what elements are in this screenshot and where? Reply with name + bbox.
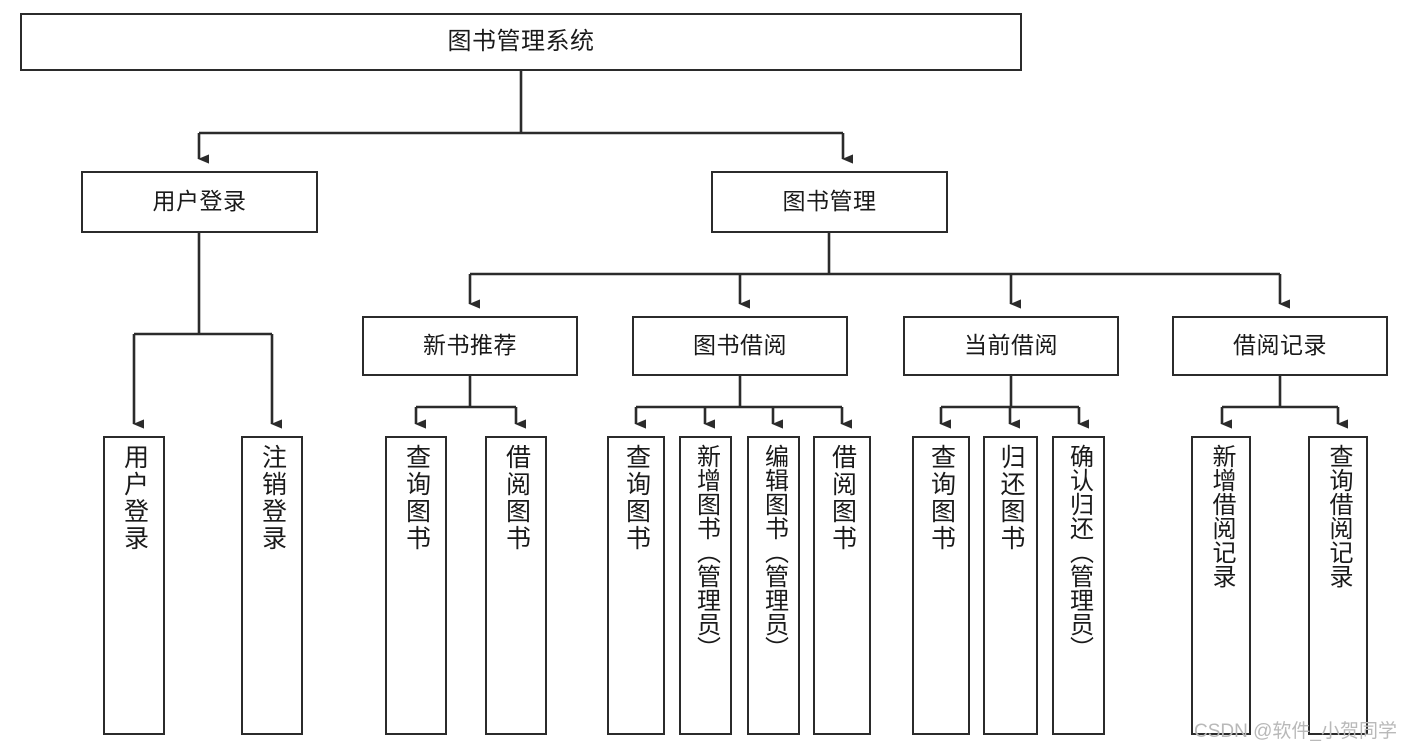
csdn-watermark: CSDN @软件_小贺同学	[1194, 721, 1397, 742]
node-label: 查询图书	[927, 444, 956, 552]
node-label: 确认归还（管理员）	[1065, 444, 1093, 660]
node-label: 查询图书	[622, 444, 651, 552]
node-label: 图书借阅	[693, 332, 787, 359]
leaf-query-book-borrow[interactable]: 查询图书	[607, 436, 665, 735]
node-label: 图书管理系统	[447, 27, 595, 55]
leaf-logout[interactable]: 注销登录	[241, 436, 303, 735]
node-book-borrow[interactable]: 图书借阅	[632, 316, 848, 376]
node-label: 用户登录	[152, 188, 247, 215]
leaf-query-book-current[interactable]: 查询图书	[912, 436, 970, 735]
node-label: 查询图书	[402, 444, 431, 552]
leaf-user-login[interactable]: 用户登录	[103, 436, 165, 735]
node-label: 查询借阅记录	[1325, 444, 1352, 588]
node-label: 当前借阅	[964, 332, 1058, 359]
leaf-borrow-book-recommend[interactable]: 借阅图书	[485, 436, 547, 735]
node-book-management[interactable]: 图书管理	[711, 171, 948, 233]
node-label: 借阅记录	[1233, 332, 1327, 359]
leaf-add-book-admin[interactable]: 新增图书（管理员）	[679, 436, 732, 735]
node-label: 用户登录	[120, 444, 149, 552]
leaf-query-borrow-record[interactable]: 查询借阅记录	[1308, 436, 1368, 735]
node-current-borrow[interactable]: 当前借阅	[903, 316, 1119, 376]
node-label: 借阅图书	[828, 444, 857, 552]
leaf-add-borrow-record[interactable]: 新增借阅记录	[1191, 436, 1251, 735]
node-user-login[interactable]: 用户登录	[81, 171, 318, 233]
node-label: 图书管理	[782, 188, 877, 215]
node-label: 编辑图书（管理员）	[760, 444, 788, 660]
node-label: 新增借阅记录	[1208, 444, 1235, 588]
node-new-book-recommend[interactable]: 新书推荐	[362, 316, 578, 376]
node-label: 归还图书	[997, 444, 1025, 552]
node-label: 借阅图书	[502, 444, 531, 552]
leaf-query-book-recommend[interactable]: 查询图书	[385, 436, 447, 735]
node-label: 注销登录	[258, 444, 287, 552]
leaf-return-book[interactable]: 归还图书	[983, 436, 1038, 735]
node-root-system[interactable]: 图书管理系统	[20, 13, 1022, 71]
leaf-borrow-book[interactable]: 借阅图书	[813, 436, 871, 735]
leaf-edit-book-admin[interactable]: 编辑图书（管理员）	[747, 436, 800, 735]
node-label: 新增图书（管理员）	[692, 444, 720, 660]
leaf-confirm-return-admin[interactable]: 确认归还（管理员）	[1052, 436, 1105, 735]
node-borrow-record[interactable]: 借阅记录	[1172, 316, 1388, 376]
node-label: 新书推荐	[423, 332, 517, 359]
